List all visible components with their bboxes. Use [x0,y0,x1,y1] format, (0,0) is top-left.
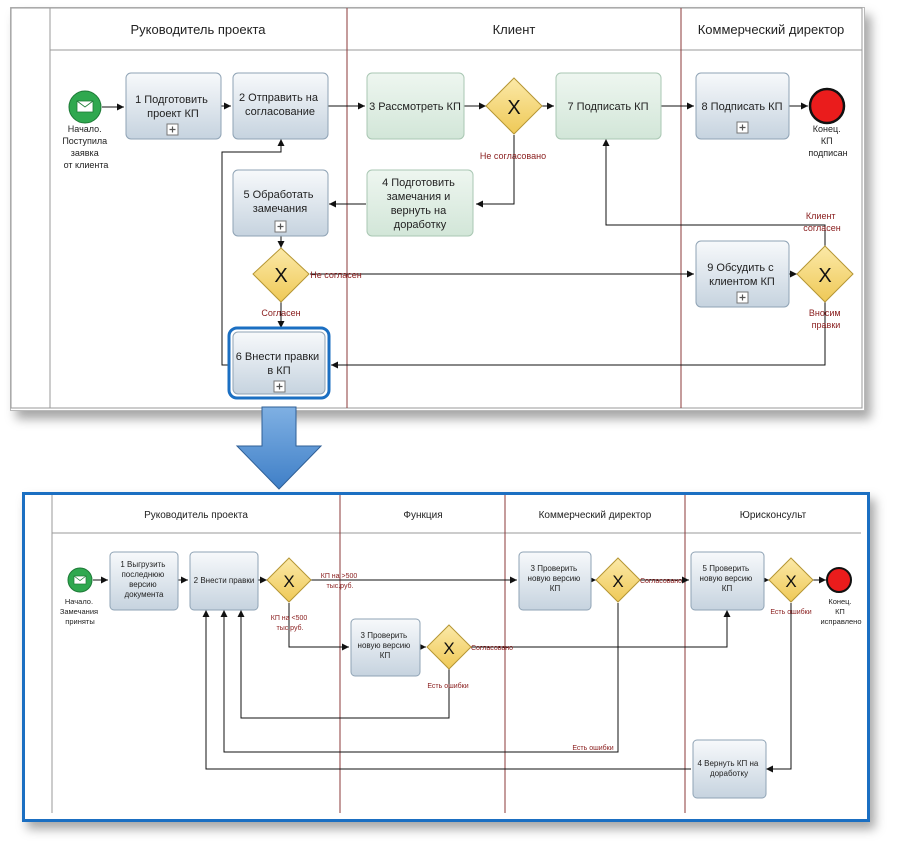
svg-text:X: X [443,639,454,658]
svg-text:2 Внести правки: 2 Внести правки [194,576,255,585]
gateway-exclusive: X [252,247,310,303]
top-end-event: Конец. КП подписан [808,87,848,158]
top-flow-labels: Не согласовано Не согласен Согласен Клие… [261,151,843,330]
task-3-review[interactable]: 3 Рассмотреть КП [366,72,465,140]
gateway-exclusive: X [485,77,543,135]
bottom-flow-labels: КП на >500 тыс.руб. КП на <500 тыс.руб. … [271,573,812,752]
envelope-icon [73,575,87,585]
svg-text:3 Проверить новую версию: 3 Проверить новую версию КП [358,631,413,660]
lane-header: Руководитель проекта [131,22,267,37]
task-b5-legal-check[interactable]: 5 Проверить новую версию КП [690,551,765,611]
task-1-prepare-draft[interactable]: 1 Подготовить проект КП [125,72,222,140]
top-start-event: Начало. Поступила заявка от клиента [62,90,109,170]
svg-text:8 Подписать КП: 8 Подписать КП [702,101,783,113]
svg-text:5 Проверить новую версию: 5 Проверить новую версию КП [700,564,755,593]
lane-header: Клиент [493,22,536,37]
svg-text:7 Подписать КП: 7 Подписать КП [568,101,649,113]
task-2-send-approval[interactable]: 2 Отправить на согласование [232,72,329,140]
flow-label: Согласовано [471,645,513,652]
task-b4-return-for-rework[interactable]: 4 Вернуть КП на доработку [692,739,767,799]
svg-text:X: X [818,265,831,287]
gateway-exclusive: X [796,245,854,303]
svg-text:X: X [507,97,520,119]
flow-label: Вносим правки [809,308,843,330]
gateway-exclusive: X [426,624,472,670]
transform-down-arrow [235,406,323,490]
bottom-flows [93,576,826,773]
gateway-exclusive: X [768,557,814,603]
lane-header: Руководитель проекта [144,510,248,521]
bottom-start-event: Начало. Замечания приняты [60,567,100,626]
bottom-lanes: Руководитель проекта Функция Коммерчески… [51,495,861,813]
task-b3-function-check[interactable]: 3 Проверить новую версию КП [350,618,421,677]
svg-text:1 Подготовить проект КП: 1 Подготовить проект КП [135,94,211,120]
flow-label: Согласен [261,308,300,318]
gateway-exclusive: X [266,557,312,603]
svg-text:2 Отправить на согласова: 2 Отправить на согласование [239,92,321,118]
svg-text:3 Рассмотреть КП: 3 Рассмотреть КП [369,101,461,113]
flow-label: Есть ошибки [770,608,811,616]
task-b1-download-version[interactable]: 1 Выгрузить последнюю версию документа [109,551,179,611]
svg-text:X: X [283,572,294,591]
lane-header: Коммерческий директор [698,22,845,37]
envelope-icon [76,100,94,113]
svg-text:X: X [274,265,287,287]
task-b2-make-edits[interactable]: 2 Внести правки [189,551,259,611]
bottom-end-event: Конец. КП исправлено [820,567,862,626]
svg-text:9 Обсудить с клиентом КП: 9 Обсудить с клиентом КП [707,262,777,288]
svg-text:Начало. Поступила: Начало. Поступила заявка от клиента [62,124,109,170]
svg-text:3 Проверить новую версию: 3 Проверить новую версию КП [528,564,583,593]
lane-header: Юрисконсульт [740,510,807,521]
task-9-discuss-with-client[interactable]: 9 Обсудить с клиентом КП [695,240,790,308]
flow-label: Есть ошибки [427,682,468,690]
svg-text:5 Обработать замечания: 5 Обработать замечания [243,189,316,215]
task-4-prepare-remarks[interactable]: 4 Подготовить замечания и вернуть на дор… [366,169,474,237]
svg-text:Конец. КП подписан: Конец. КП подписан [808,124,847,158]
svg-text:X: X [785,572,796,591]
flow-label: Согласовано [640,578,682,585]
flow-label: Есть ошибки [572,744,613,752]
task-b3-director-check[interactable]: 3 Проверить новую версию КП [518,551,592,611]
lane-header: Коммерческий директор [539,510,652,521]
svg-text:X: X [612,572,623,591]
top-flows [102,102,826,369]
task-6-make-edits[interactable]: 6 Внести правки в КП [227,326,331,400]
flow-label: КП на >500 тыс.руб. [321,573,359,590]
svg-text:4 Подготовить замечания: 4 Подготовить замечания и вернуть на дор… [382,177,458,231]
lane-header: Функция [403,510,442,521]
gateway-exclusive: X [595,557,641,603]
svg-text:4 Вернуть КП на доработк: 4 Вернуть КП на доработку [697,759,760,778]
flow-label: КП на <500 тыс.руб. [271,615,309,632]
svg-text:1 Выгрузить последнюю: 1 Выгрузить последнюю версию документа [120,560,167,599]
flow-label: Клиент согласен [803,211,840,233]
svg-text:Начало. Замечания: Начало. Замечания приняты [60,597,100,626]
svg-text:6 Внести правки в КП: 6 Внести правки в КП [236,351,323,377]
svg-text:Конец. КП исправле: Конец. КП исправлено [820,597,861,626]
flow-label: Не согласен [310,270,361,280]
top-lanes: Руководитель проекта Клиент Коммерческий… [10,7,863,409]
task-8-director-sign[interactable]: 8 Подписать КП [695,72,790,140]
task-5-process-remarks[interactable]: 5 Обработать замечания [232,169,329,237]
task-7-client-sign[interactable]: 7 Подписать КП [555,72,662,140]
flow-label: Не согласовано [480,151,546,161]
